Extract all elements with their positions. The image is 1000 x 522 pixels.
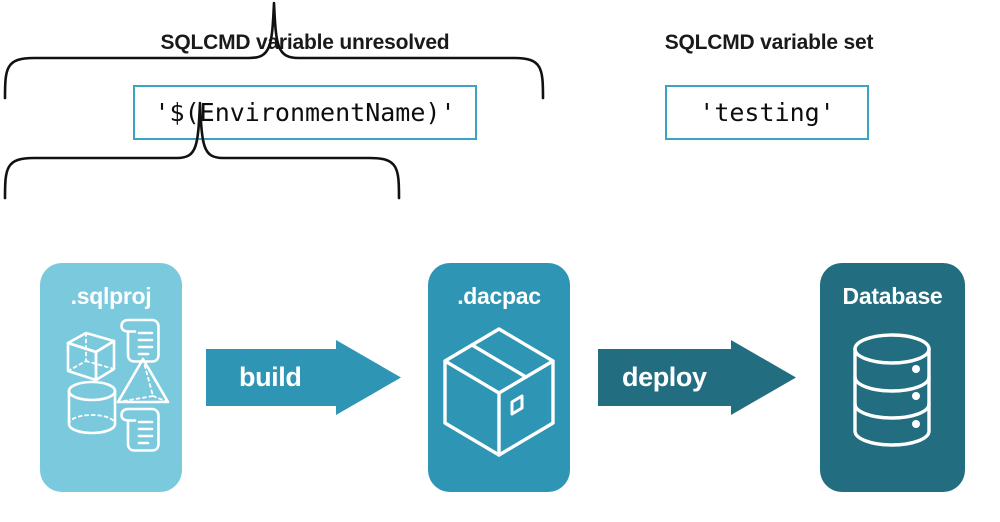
value-box-unresolved: '$(EnvironmentName)' xyxy=(133,85,477,140)
stage-box-sqlproj: .sqlproj xyxy=(40,263,182,492)
sqlproj-objects-svg xyxy=(66,318,170,452)
stage-label-database: Database xyxy=(842,283,943,309)
arrow-label-build: build xyxy=(239,362,302,392)
cylinder-icon xyxy=(67,380,117,435)
value-box-set: 'testing' xyxy=(665,85,869,140)
dacpac-icon-group xyxy=(428,263,570,492)
brace-left-icon xyxy=(3,1,545,100)
package-box-icon xyxy=(443,327,555,457)
stage-label-dacpac: .dacpac xyxy=(457,283,541,309)
stage-box-database: Database xyxy=(820,263,965,492)
brace-left-group xyxy=(0,0,548,100)
sqlproj-icon-group xyxy=(40,263,182,492)
pyramid-icon xyxy=(116,357,170,404)
arrow-right-icon xyxy=(206,340,401,415)
arrow-label-deploy: deploy xyxy=(622,362,707,392)
arrow-right-icon xyxy=(598,340,796,415)
arrow-build: build xyxy=(206,340,401,415)
stage-label-sqlproj: .sqlproj xyxy=(70,283,152,309)
heading-sqlcmd-variable-unresolved: SQLCMD variable unresolved xyxy=(160,31,450,54)
heading-sqlcmd-variable-set: SQLCMD variable set xyxy=(664,31,874,54)
cube-icon xyxy=(66,331,116,382)
brace-right-group xyxy=(0,100,404,200)
database-cylinder-icon xyxy=(853,333,931,447)
stage-box-dacpac: .dacpac xyxy=(428,263,570,492)
scroll-icon xyxy=(120,318,160,363)
arrow-deploy: deploy xyxy=(598,340,796,415)
database-icon-group xyxy=(820,263,965,492)
brace-right-icon xyxy=(3,101,401,200)
scroll-icon xyxy=(120,407,160,452)
